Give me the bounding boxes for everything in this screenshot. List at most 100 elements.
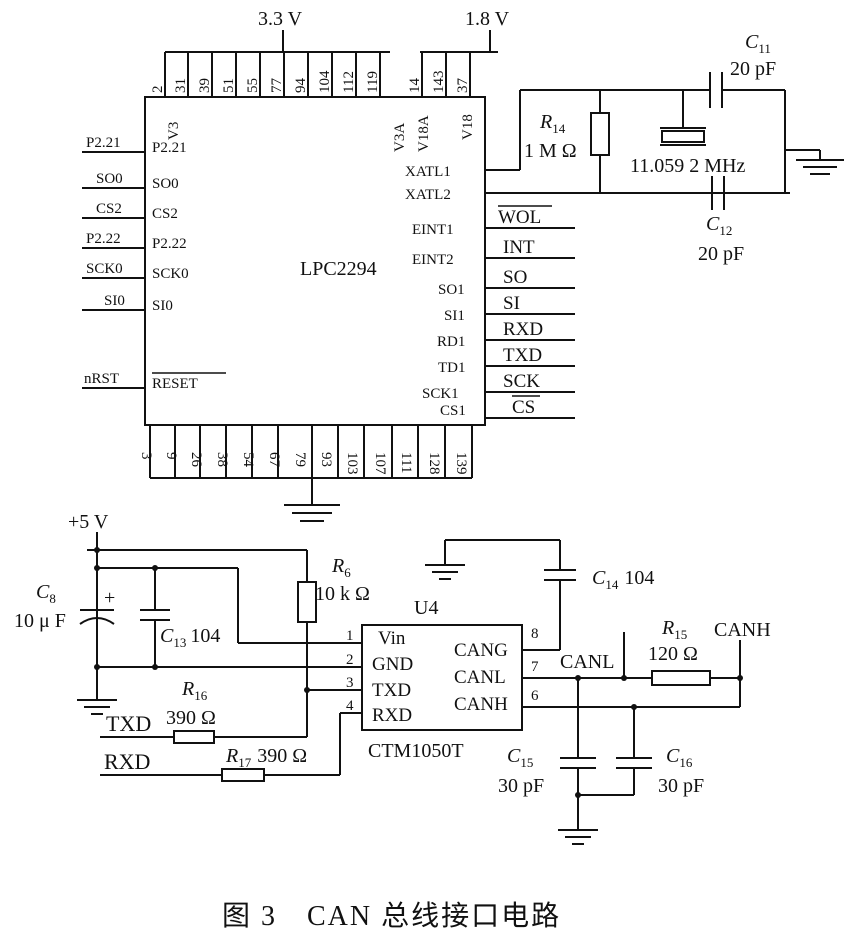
left-pin-cs2: CS2: [152, 206, 178, 222]
bottom-pin-num: 3: [138, 452, 154, 460]
left-net-p221: P2.21: [86, 135, 121, 151]
c15-label: C15: [507, 745, 533, 770]
top-pin-num: 31: [173, 78, 189, 93]
v18-pin-label: V18: [460, 114, 476, 140]
u4-pin-rxd: RXD: [372, 705, 412, 726]
canl-net-label: CANL: [560, 651, 614, 673]
top-pin-num: 94: [293, 78, 309, 94]
top-pin-num: 37: [455, 78, 471, 94]
r15-label: R15: [661, 617, 687, 642]
left-pin-so0: SO0: [152, 176, 179, 192]
bottom-pin-num: 67: [266, 452, 282, 468]
left-pin-p222: P2.22: [152, 236, 187, 252]
c8-value: 10 μ F: [14, 610, 66, 632]
u4-pin-num: 1: [346, 628, 354, 644]
top-pin-num: 2: [150, 86, 166, 94]
u4-part: CTM1050T: [368, 740, 464, 762]
v18a-pin-label: V18A: [416, 115, 432, 152]
left-net-cs2: CS2: [96, 201, 122, 217]
right-net-rxd: RXD: [503, 319, 543, 340]
right-pin-xatl2: XATL2: [405, 187, 451, 203]
bottom-pin-num: 54: [240, 452, 256, 468]
bottom-pin-num: 107: [372, 452, 388, 475]
r6-resistor: [297, 581, 317, 623]
u4-pin-txd: TXD: [372, 680, 411, 701]
c12-value: 20 pF: [698, 243, 744, 265]
supply-5v-label: +5 V: [68, 511, 109, 533]
top-pin-num: 112: [341, 71, 357, 93]
right-net-cs: CS: [512, 397, 535, 418]
right-pin-so1: SO1: [438, 282, 465, 298]
supply-1v8-label: 1.8 V: [465, 8, 510, 30]
right-net-si: SI: [503, 293, 520, 314]
rxd-net-label: RXD: [104, 749, 150, 774]
left-net-p222: P2.22: [86, 231, 121, 247]
v3-pin-label: V3: [166, 122, 182, 140]
lpc2294-left-pins: P2.21 P2.21 SO0 SO0 CS2 CS2 P2.22 P2.22 …: [82, 135, 226, 392]
u4-pin-num: 8: [531, 626, 539, 642]
bottom-pin-num: 79: [292, 452, 308, 467]
top-pin-num: 104: [317, 70, 333, 93]
top-pin-num: 39: [197, 78, 213, 93]
bottom-pin-num: 26: [188, 452, 204, 468]
lpc2294-label: LPC2294: [300, 258, 377, 280]
v3a-pin-label: V3A: [392, 123, 408, 152]
lpc2294-body: [144, 96, 486, 426]
left-net-nrst: nRST: [84, 371, 119, 387]
r14-value: 1 M Ω: [524, 140, 577, 162]
crystal-oscillator-circuit: C11 20 pF R14 1 M Ω 11.059 2 MHz C12 20 …: [519, 31, 844, 265]
left-net-sck0: SCK0: [86, 261, 123, 277]
bottom-pin-num: 128: [426, 452, 442, 475]
r16-value: 390 Ω: [166, 707, 216, 729]
c8-label: C8: [36, 581, 56, 606]
c12-label: C12: [706, 213, 732, 238]
lpc2294-right-pins: XATL1 XATL2 EINT1 WOL EINT2 INT SO1 SO S…: [405, 164, 790, 419]
crystal-frequency: 11.059 2 MHz: [630, 155, 745, 177]
left-pin-reset: RESET: [152, 376, 198, 392]
u4-pin-canl: CANL: [454, 667, 506, 688]
lpc2294-top-pins: 3.3 V 1.8 V 2 31 39 51 55 77 94 104: [150, 8, 510, 152]
bottom-pin-num: 103: [344, 452, 360, 475]
right-net-sck: SCK: [503, 371, 540, 392]
r16-label: R16: [181, 678, 208, 703]
r15-value: 120 Ω: [648, 643, 698, 665]
bottom-pin-num: 139: [453, 452, 469, 475]
left-pin-p221: P2.21: [152, 140, 187, 156]
left-pin-si0: SI0: [152, 298, 173, 314]
bottom-pin-num: 9: [163, 452, 179, 460]
u4-pin-num: 2: [346, 652, 354, 668]
lpc2294-chip: LPC2294 3.3 V 1.8 V 2 31 39 51: [82, 8, 790, 522]
u4-pin-cang: CANG: [454, 640, 508, 661]
bottom-pin-num: 93: [318, 452, 334, 467]
u4-pin-num: 3: [346, 675, 354, 691]
supply-3v3-label: 3.3 V: [258, 8, 303, 30]
top-pin-num: 51: [221, 78, 237, 93]
bottom-pin-num: 111: [398, 452, 414, 473]
u4-pin-num: 7: [531, 659, 539, 675]
r16-resistor: [173, 730, 215, 744]
right-net-so: SO: [503, 267, 527, 288]
left-net-si0: SI0: [104, 293, 125, 309]
u4-pin-gnd: GND: [372, 654, 413, 675]
c8-polarity: +: [104, 587, 115, 609]
u4-label: U4: [414, 597, 438, 619]
c16-label: C16: [666, 745, 693, 770]
right-pin-sck1: SCK1: [422, 386, 459, 402]
c8-plate-curved: [79, 617, 115, 625]
u4-pin-vin: Vin: [378, 628, 406, 649]
crystal-resonator: [661, 130, 705, 143]
bottom-pin-num: 38: [214, 452, 230, 467]
right-pin-xatl1: XATL1: [405, 164, 451, 180]
r6-value: 10 k Ω: [315, 583, 370, 605]
r15-resistor: [651, 670, 711, 686]
c15-value: 30 pF: [498, 775, 544, 797]
right-net-txd: TXD: [503, 345, 542, 366]
c11-value: 20 pF: [730, 58, 776, 80]
left-pin-sck0: SCK0: [152, 266, 189, 282]
